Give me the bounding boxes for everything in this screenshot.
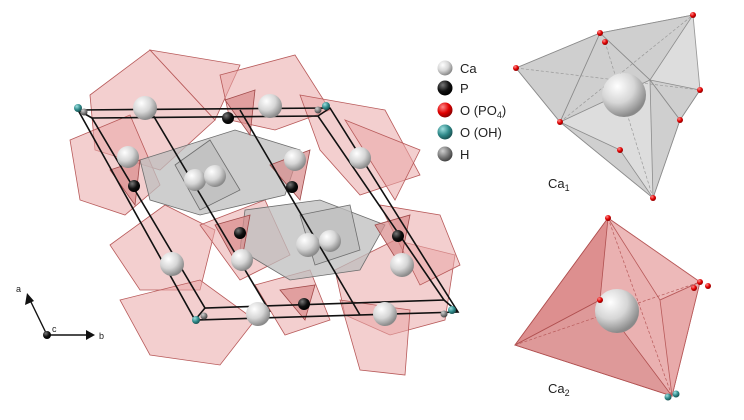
ca-atom [133,96,157,120]
h-atom [200,312,208,320]
calcium-atoms [117,94,414,326]
oh-atom [448,306,456,314]
ca-atom [160,252,184,276]
ca1-label: Ca1 [548,176,570,193]
ca-atom [258,94,282,118]
ca2-oxygen-atoms [597,215,711,401]
ca2-polyhedron: Ca2 [513,215,711,401]
legend-item-h: H [437,146,469,162]
ca2-center-atom [595,289,639,333]
p-atom [392,230,404,242]
ca-atom [319,230,341,252]
ca1-polyhedron: Ca1 [513,12,703,201]
legend-swatch-p [437,80,453,96]
axis-b-label: b [99,331,104,341]
ca-atom [204,165,226,187]
legend-item-ca: Ca [437,60,477,76]
hydroxyl-atoms [74,102,456,324]
ca1-oxygen-atoms [513,12,703,201]
ca-atom [390,253,414,277]
p-atom [128,180,140,192]
legend-item-p: P [437,80,469,96]
legend-label-h: H [460,147,469,162]
p-atom [298,298,310,310]
ca-atom [117,146,139,168]
ca2-oh-atom [664,393,672,401]
h-atom [440,310,448,318]
legend-label-p: P [460,81,469,96]
legend-swatch-h [437,146,453,162]
ca-atom [349,147,371,169]
ca-atom [296,233,320,257]
unit-cell-outline [76,107,460,321]
p-atom [222,112,234,124]
p-atom [286,181,298,193]
unit-cell-structure [69,49,461,376]
oh-atom [192,316,200,324]
oh-atom [74,104,82,112]
legend-label-o-po4: O (PO4) [460,103,506,120]
axes-indicator: a b c [16,284,104,341]
legend-label-ca: Ca [460,61,477,76]
axis-origin [43,331,51,339]
oh-atom [322,102,330,110]
axis-a-label: a [16,284,21,294]
legend: Ca P O (PO4) O (OH) H [437,60,506,162]
legend-item-o-oh: O (OH) [437,124,502,140]
legend-item-o-po4: O (PO4) [437,102,506,120]
legend-swatch-o-po4 [437,102,453,118]
ca-atom [284,149,306,171]
h-atom [314,106,322,114]
ca-atom [373,302,397,326]
ca2-label: Ca2 [548,381,570,398]
ca2-oh-atom [672,390,680,398]
h-atom [80,108,88,116]
axis-c-label: c [52,324,57,334]
ca-atom [184,169,206,191]
ca-atom [246,302,270,326]
phosphorus-atoms [128,112,404,310]
legend-swatch-o-oh [437,124,453,140]
p-atom [234,227,246,239]
legend-label-o-oh: O (OH) [460,125,502,140]
legend-swatch-ca [437,60,453,76]
ca-atom [231,249,253,271]
ca1-center-atom [602,73,646,117]
